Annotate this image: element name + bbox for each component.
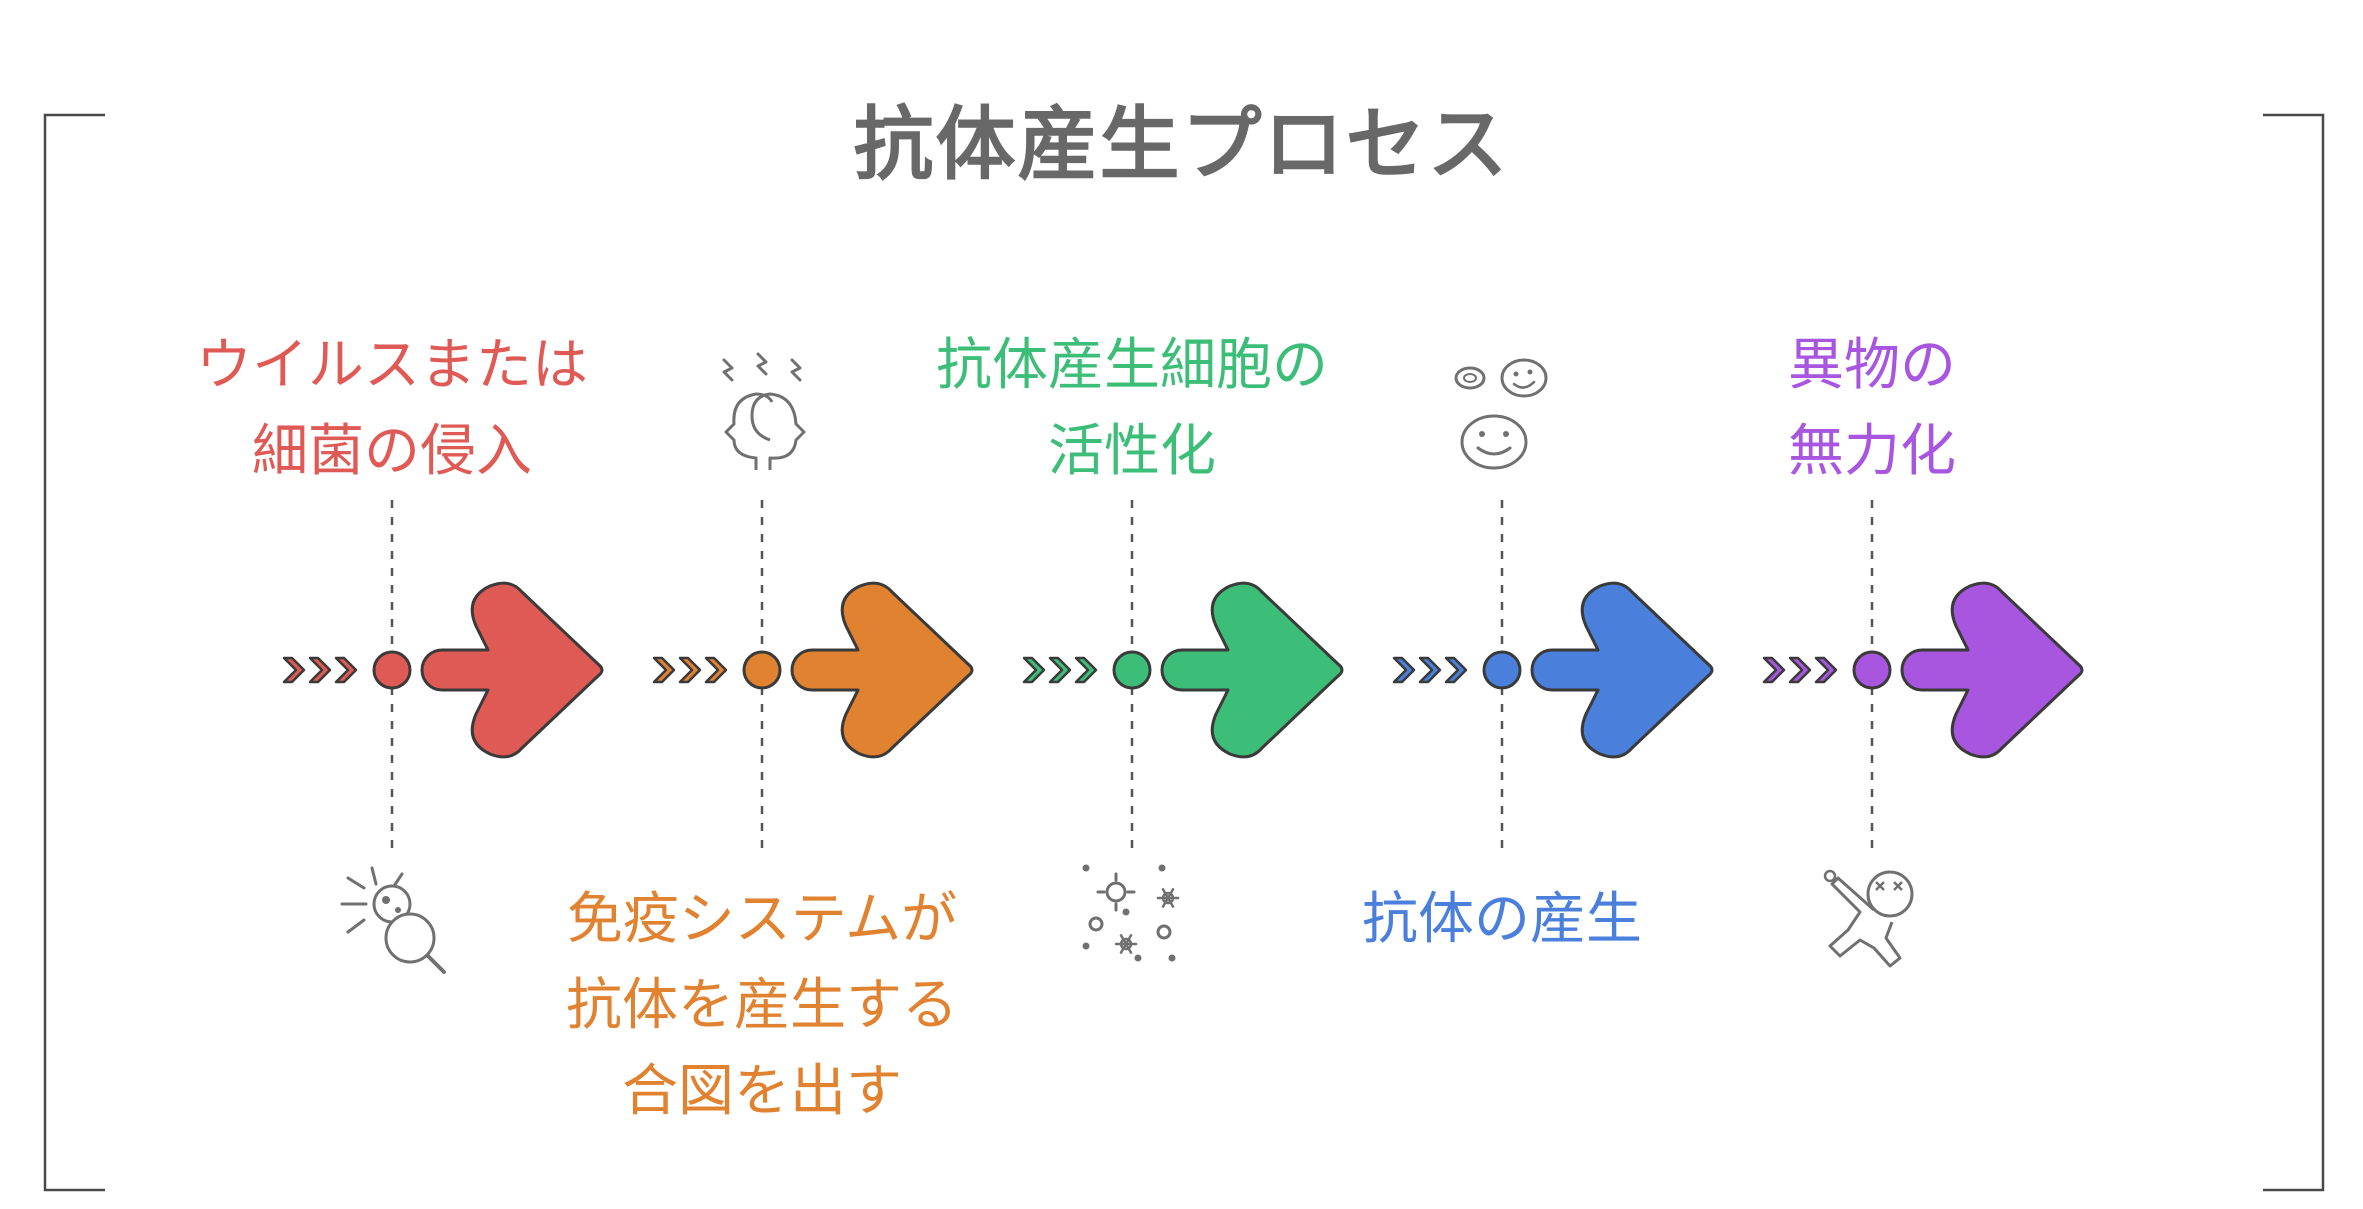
page-title: 抗体産生プロセス — [853, 98, 1510, 191]
small-chevron — [1048, 656, 1072, 684]
step-label-line: 抗体の産生 — [1362, 887, 1642, 952]
step-label-line: 活性化 — [1048, 419, 1216, 484]
step-node — [1852, 650, 1892, 690]
step-1 — [282, 500, 604, 974]
small-chevron — [282, 656, 306, 684]
step-label-line: 免疫システムが — [566, 887, 958, 952]
step-label-2: 免疫システムが抗体を産生する合図を出す — [502, 877, 1022, 1135]
frame-corner-top-right — [2263, 113, 2325, 1192]
step-label-1: ウイルスまたは細菌の侵入 — [132, 323, 652, 495]
step-arrow — [1900, 581, 2084, 759]
step-node — [1482, 650, 1522, 690]
step-node — [742, 650, 782, 690]
small-chevron — [308, 656, 332, 684]
step-label-line: 抗体を産生する — [566, 973, 958, 1038]
step-label-3: 抗体産生細胞の活性化 — [872, 323, 1392, 495]
small-chevron — [652, 656, 676, 684]
small-chevron — [1762, 656, 1786, 684]
small-chevron — [1788, 656, 1812, 684]
small-chevron — [678, 656, 702, 684]
step-5 — [1762, 500, 2084, 968]
cells-sparkle-icon — [1082, 864, 1180, 962]
small-chevron — [1814, 656, 1838, 684]
step-label-line: 無力化 — [1788, 419, 1956, 484]
virus-magnifier-icon — [340, 866, 446, 974]
alert-heads-icon — [722, 352, 806, 470]
small-chevron — [1418, 656, 1442, 684]
small-chevron — [1444, 656, 1468, 684]
frame-corner-top-left — [43, 113, 105, 1192]
step-label-line: 異物の — [1788, 333, 1956, 398]
step-label-line: ウイルスまたは — [196, 333, 588, 398]
step-arrow — [1160, 581, 1344, 759]
small-chevron — [1074, 656, 1098, 684]
step-label-line: 細菌の侵入 — [252, 419, 532, 484]
step-label-5: 異物の無力化 — [1612, 323, 2132, 495]
frame — [43, 113, 2325, 1192]
small-chevron — [1392, 656, 1416, 684]
step-node — [1112, 650, 1152, 690]
step-4 — [1392, 358, 1714, 850]
small-chevron — [334, 656, 358, 684]
step-arrow — [790, 581, 974, 759]
step-label-line: 抗体産生細胞の — [936, 333, 1328, 398]
small-chevron — [1022, 656, 1046, 684]
step-label-line: 合図を出す — [622, 1059, 902, 1124]
step-node — [372, 650, 412, 690]
step-arrow — [1530, 581, 1714, 759]
step-arrow — [420, 581, 604, 759]
steps-layer — [282, 352, 2084, 974]
defeated-figure-icon — [1823, 869, 1914, 968]
step-label-4: 抗体の産生 — [1242, 877, 1762, 963]
step-2 — [652, 352, 974, 850]
step-3 — [1022, 500, 1344, 962]
smiling-cells-icon — [1454, 358, 1548, 470]
small-chevron — [704, 656, 728, 684]
